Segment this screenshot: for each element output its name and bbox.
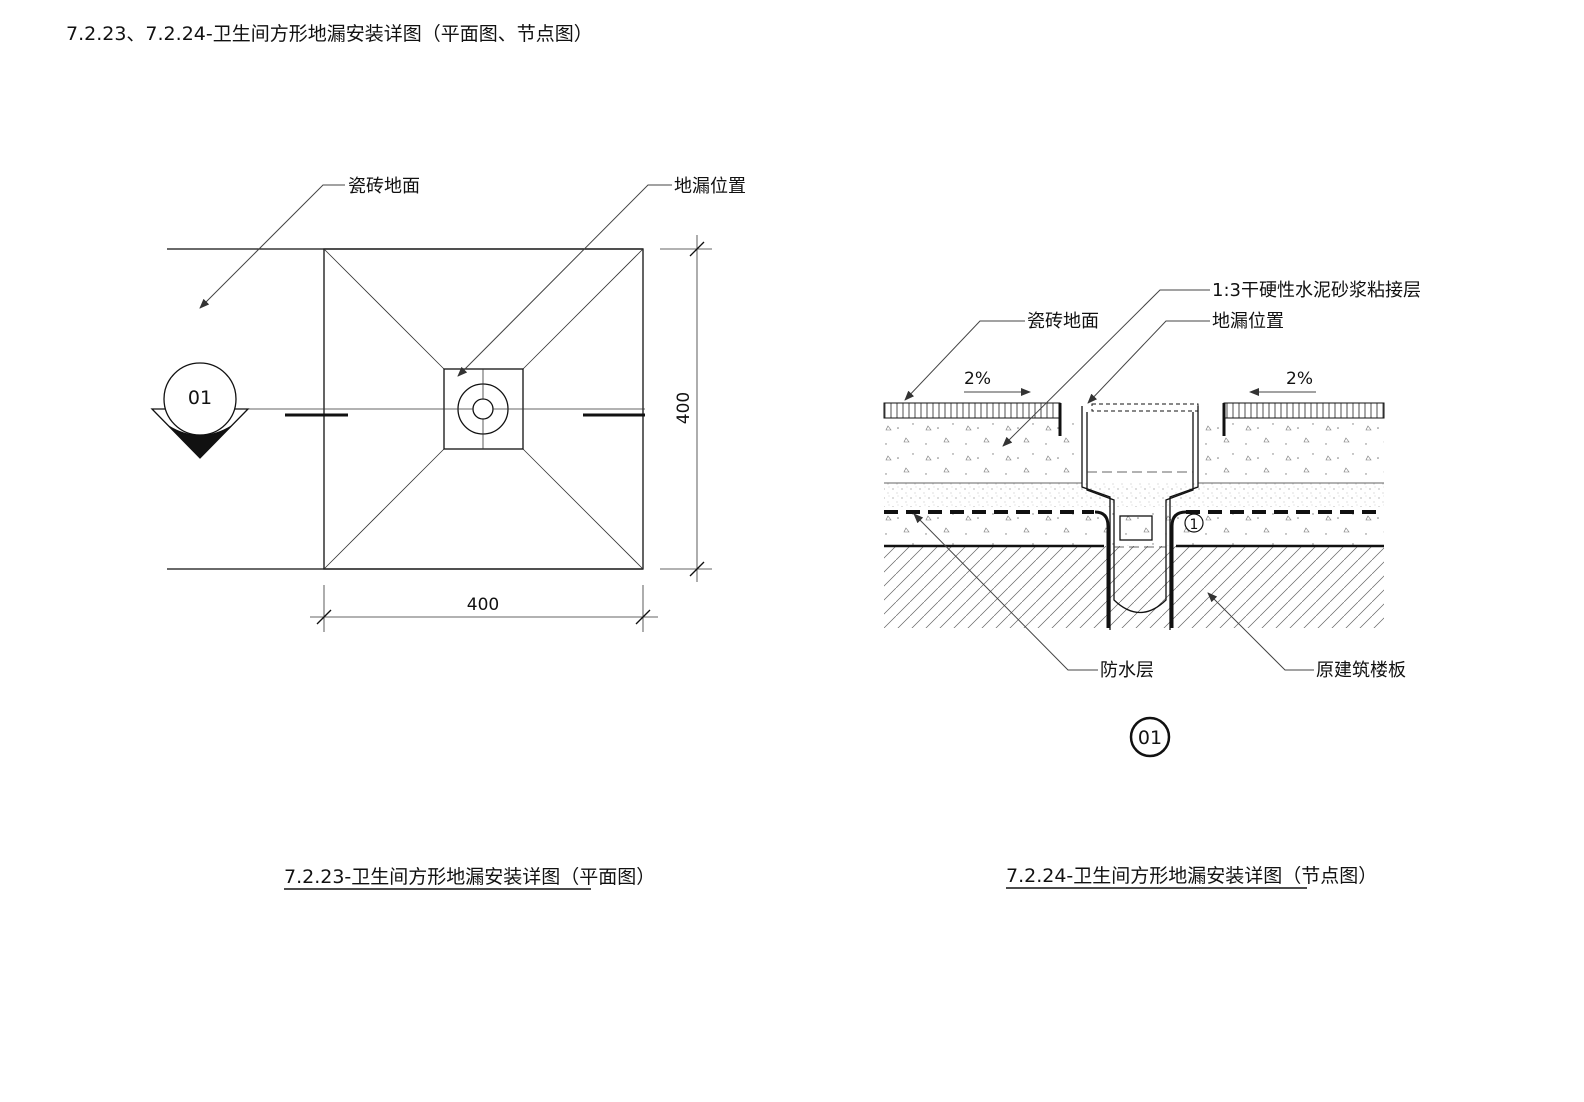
- section-mark: 01: [150, 362, 250, 459]
- section-caption: 7.2.24-卫生间方形地漏安装详图（节点图）: [1006, 865, 1377, 887]
- section-mark-label: 01: [1138, 727, 1162, 749]
- section-label-waterproof: 防水层: [1100, 660, 1154, 681]
- section-caption-main: 7.2.24-卫生间方形地漏安装详图: [1006, 865, 1282, 887]
- floor-drain: [1058, 403, 1226, 630]
- section-caption-sub: （节点图）: [1282, 865, 1377, 887]
- plan-caption-sub: （平面图）: [560, 866, 655, 888]
- detail-mark: [1184, 513, 1204, 533]
- section-mark-label: 01: [188, 387, 212, 409]
- section-label-mortar: 1:3干硬性水泥砂浆粘接层: [1212, 280, 1421, 301]
- section-label-drain: 地漏位置: [1212, 311, 1284, 332]
- plan-label-drain: 地漏位置: [674, 176, 746, 197]
- slope-left: 2%: [964, 369, 991, 389]
- detail-mark-label: 1: [1190, 517, 1199, 533]
- section-view: 1 2% 2% 1:3干硬性水泥砂浆粘接层 瓷砖地面 地漏位置 防水层 原建筑楼…: [883, 280, 1421, 758]
- plan-label-tile: 瓷砖地面: [348, 176, 420, 197]
- dimension-width: 400: [310, 585, 658, 632]
- dim-height-label: 400: [674, 392, 694, 424]
- dim-width-label: 400: [467, 595, 499, 615]
- plan-caption: 7.2.23-卫生间方形地漏安装详图（平面图）: [284, 866, 655, 888]
- page-title: 7.2.23、7.2.24-卫生间方形地漏安装详图（平面图、节点图）: [66, 23, 593, 45]
- slope-right: 2%: [1286, 369, 1313, 389]
- tile-right: [1223, 402, 1385, 419]
- section-label-tile: 瓷砖地面: [1027, 311, 1099, 332]
- section-label-slab: 原建筑楼板: [1316, 660, 1406, 681]
- plan-view: 01 400 400 瓷砖地面 地漏位置: [150, 176, 746, 632]
- dimension-height: 400: [660, 235, 712, 582]
- plan-caption-main: 7.2.23-卫生间方形地漏安装详图: [284, 866, 560, 888]
